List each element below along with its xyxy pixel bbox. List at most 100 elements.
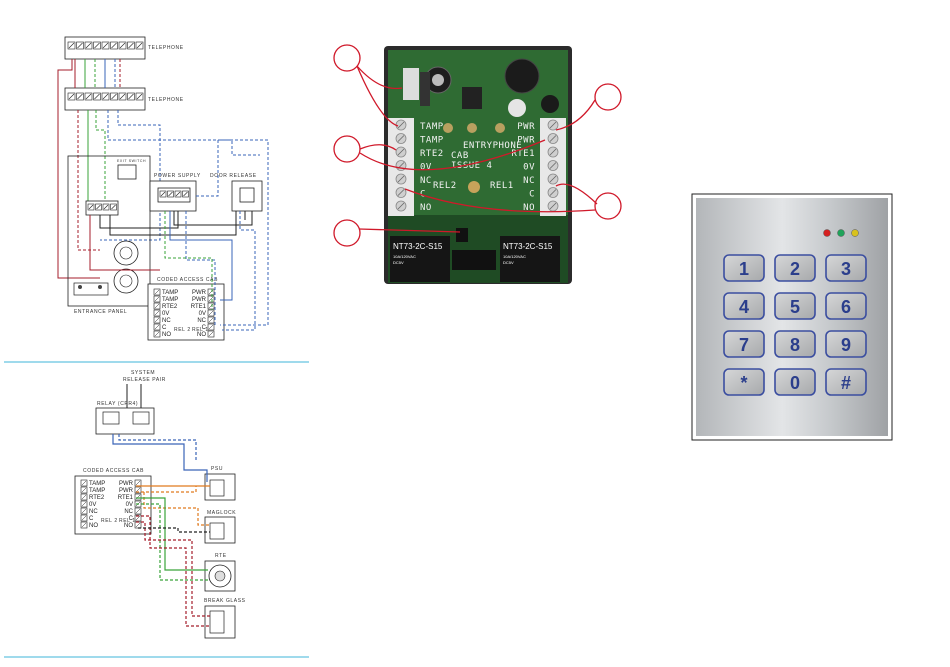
cab-terminal-label-left: TAMP [89,481,105,487]
cab-terminal-label-left: NC [162,318,171,324]
cab-terminal-label-left: NO [162,332,171,338]
cab-terminal-label-right: PWR [119,481,134,487]
cab-rel1-label: REL 1 [192,327,209,333]
cab-terminal-label-left: TAMP [89,488,105,494]
pcb-rel1-label: REL1 [490,181,514,191]
cab-terminal-label-left: 0V [162,311,169,317]
pcb-callouts [333,44,622,247]
pcb-right-label: NO [523,203,535,213]
cab-terminal-label-right: NC [124,509,133,515]
cab-terminal-label-left: NO [89,523,98,529]
svg-text:10A/120VAC: 10A/120VAC [393,254,416,259]
keypad-key-label: 8 [790,335,800,355]
bottom-cab-label: CODED ACCESS CAB [83,468,144,474]
keypad-key-9[interactable]: 9 [825,330,867,358]
cab-terminal-label-right: NC [197,318,206,324]
keypad-photo: 1 2 3 4 5 6 7 8 9 * 0 # [691,193,893,441]
cab-terminal-label-left: RTE2 [162,304,178,310]
wiring-diagram-bottom: SYSTEM RELEASE PAIR RELAY (CPR4) CODED A… [74,370,245,639]
keypad-key-8[interactable]: 8 [774,330,816,358]
cab-terminal-label-right: C [202,325,207,331]
cab-terminal-label-right: PWR [192,290,207,296]
keypad-key-3[interactable]: 3 [825,254,867,282]
top-cab-label: CODED ACCESS CAB [157,277,218,283]
keypad-key-6[interactable]: 6 [825,292,867,320]
cab-rel2-label: REL 2 [101,518,118,524]
keypad-key-label: 4 [739,297,749,317]
cab-terminal-label-left: TAMP [162,290,178,296]
relay-cpr-label: RELAY (CPR4) [97,401,138,407]
pcb-title-2: CAB [451,151,469,161]
pcb-left-label: NC [420,176,432,186]
pcb-rel2-label: REL2 [433,181,457,191]
pcb-right-label: 0V [523,163,535,173]
door-release-label: DOOR RELEASE [210,173,257,179]
svg-text:NT73-2C-S15: NT73-2C-S15 [503,242,553,251]
cab-terminal-label-right: NO [124,523,133,529]
keypad-key-1[interactable]: 1 [723,254,765,282]
microphone-icon [113,268,139,294]
keypad-key-label: 1 [739,259,749,279]
system-release-label-2: RELEASE PAIR [123,377,166,383]
cab-terminal-label-right: 0V [126,502,133,508]
cab-terminal-label-right: RTE1 [191,304,207,310]
keypad-key-label: 0 [790,373,800,393]
pcb-right-label: RTE1 [511,149,535,159]
keypad-key-hash[interactable]: # [825,368,867,396]
cab-terminal-label-left: 0V [89,502,96,508]
keypad-key-label: 3 [841,259,851,279]
telephone-2-terminal-block [64,87,146,111]
pcb-left-label: TAMP [420,136,444,146]
pcb-right-label: C [529,190,535,200]
cab-terminal-label-right: PWR [192,297,207,303]
telephone-1-label: TELEPHONE [148,45,184,51]
cab-terminal-label-left: RTE2 [89,495,105,501]
cab-terminal-label-left: TAMP [162,297,178,303]
keypad-key-5[interactable]: 5 [774,292,816,320]
keypad-key-label: 2 [790,259,800,279]
speaker-icon [113,240,139,266]
status-led-icon [851,229,859,237]
pcb-right-label: NC [523,176,535,186]
keypad-key-7[interactable]: 7 [723,330,765,358]
cab-terminal-label-right: NO [197,332,206,338]
pcb-left-label: 0V [420,163,432,173]
status-led-icon [823,229,831,237]
wiring-diagram-top: TELEPHONE TELEPHONE EXI [57,36,269,341]
status-led-icon [837,229,845,237]
keypad-key-label: 7 [739,335,749,355]
power-supply-label: POWER SUPPLY [154,173,201,179]
keypad-key-label: 6 [841,297,851,317]
pcb-left-label: RTE2 [420,149,444,159]
keypad-key-4[interactable]: 4 [723,292,765,320]
telephone-2-label: TELEPHONE [148,97,184,103]
pcb-left-label: NO [420,203,432,213]
cab-rel2-label: REL 2 [174,327,191,333]
maglock-label: MAGLOCK [207,510,236,516]
pcb-title-3: ISSUE 4 [451,161,492,171]
rte-label: RTE [215,553,227,559]
cab-terminal-label-right: 0V [199,311,206,317]
svg-text:10A/120VAC: 10A/120VAC [503,254,526,259]
cab-terminal-label-left: C [162,325,167,331]
psu-label: PSU [211,466,223,472]
svg-text:DC5V: DC5V [503,260,514,265]
keypad-key-0[interactable]: 0 [774,368,816,396]
svg-text:DC5V: DC5V [393,260,404,265]
keypad-key-label: 9 [841,335,851,355]
telephone-1-terminal-block [64,36,146,60]
keypad-key-label: # [841,373,851,393]
keypad-key-label: * [740,373,747,393]
entrance-panel-label: ENTRANCE PANEL [74,309,127,315]
relay-right: NT73-2C-S15 10A/120VAC DC5V [500,236,560,282]
cab-terminal-label-left: C [89,516,94,522]
keypad-key-2[interactable]: 2 [774,254,816,282]
keypad-key-star[interactable]: * [723,368,765,396]
pcb-title-1: ENTRYPHONE [463,141,522,151]
exit-switch-label: EXIT SWITCH [117,159,146,163]
pcb-right-label: PWR [517,122,535,132]
pcb-left-label: TAMP [420,122,444,132]
cab-terminal-label-left: NC [89,509,98,515]
